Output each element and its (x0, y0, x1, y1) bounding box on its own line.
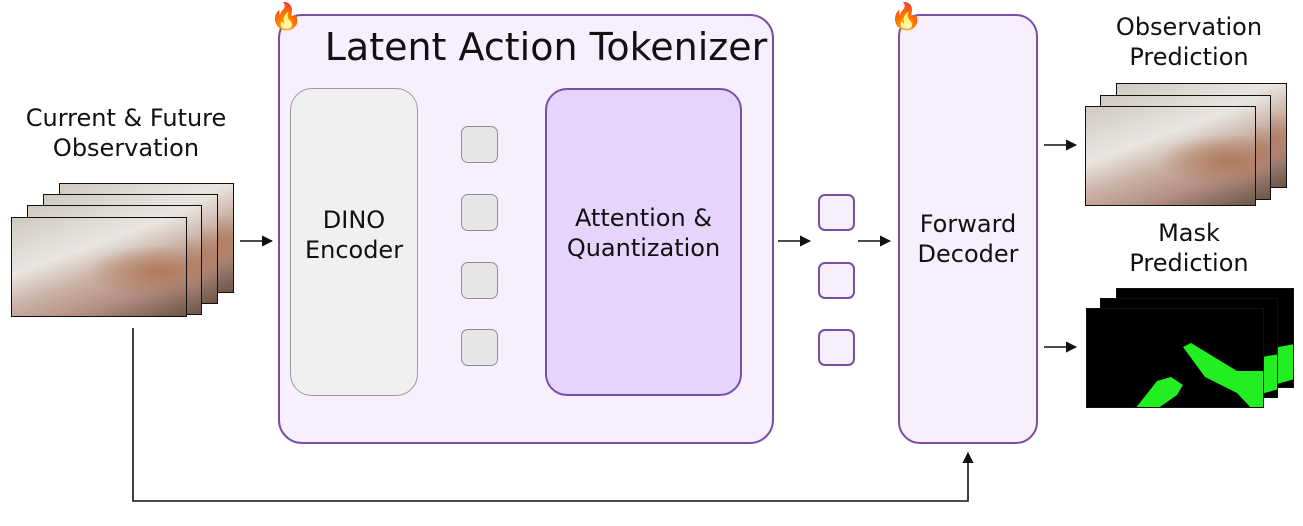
mask-frame-front (1086, 308, 1264, 408)
attention-quantization-label: Attention & Quantization (545, 203, 742, 263)
attention-quantization-block (545, 88, 742, 396)
forward-decoder-line2: Decoder (917, 240, 1019, 268)
hand-mask (1136, 377, 1183, 407)
dino-encoder-label: DINO Encoder (290, 205, 418, 265)
dino-encoder-block (290, 88, 418, 396)
mask-pred-line2: Prediction (1129, 249, 1249, 277)
fire-icon: 🔥 (270, 2, 303, 32)
forward-decoder-line1: Forward (919, 210, 1017, 238)
feature-token (461, 194, 498, 231)
observation-prediction-label: Observation Prediction (1084, 12, 1294, 72)
obs-pred-frame-front (1085, 106, 1256, 206)
forward-decoder-block (898, 14, 1038, 444)
input-label-line1: Current & Future (25, 104, 227, 132)
skip-connection (132, 328, 974, 502)
dino-encoder-line1: DINO (322, 206, 386, 234)
fire-icon: 🔥 (890, 2, 923, 32)
input-frame-front (11, 217, 187, 317)
attention-line1: Attention & (574, 204, 713, 232)
latent-action-token (818, 262, 855, 299)
attention-line2: Quantization (566, 234, 721, 262)
dino-encoder-line2: Encoder (304, 236, 404, 264)
tokenizer-title: Latent Action Tokenizer (324, 25, 768, 69)
obs-pred-line1: Observation (1115, 13, 1263, 41)
mask-pred-line1: Mask (1158, 219, 1220, 247)
input-label: Current & Future Observation (0, 103, 252, 163)
arm-mask (1183, 343, 1263, 407)
latent-action-token (818, 329, 855, 366)
input-label-line2: Observation (52, 134, 200, 162)
latent-action-token (818, 194, 855, 231)
obs-pred-line2: Prediction (1129, 43, 1249, 71)
feature-token (461, 126, 498, 163)
forward-decoder-label: Forward Decoder (898, 209, 1038, 269)
feature-token (461, 262, 498, 299)
feature-token (461, 329, 498, 366)
mask-prediction-label: Mask Prediction (1084, 218, 1294, 278)
